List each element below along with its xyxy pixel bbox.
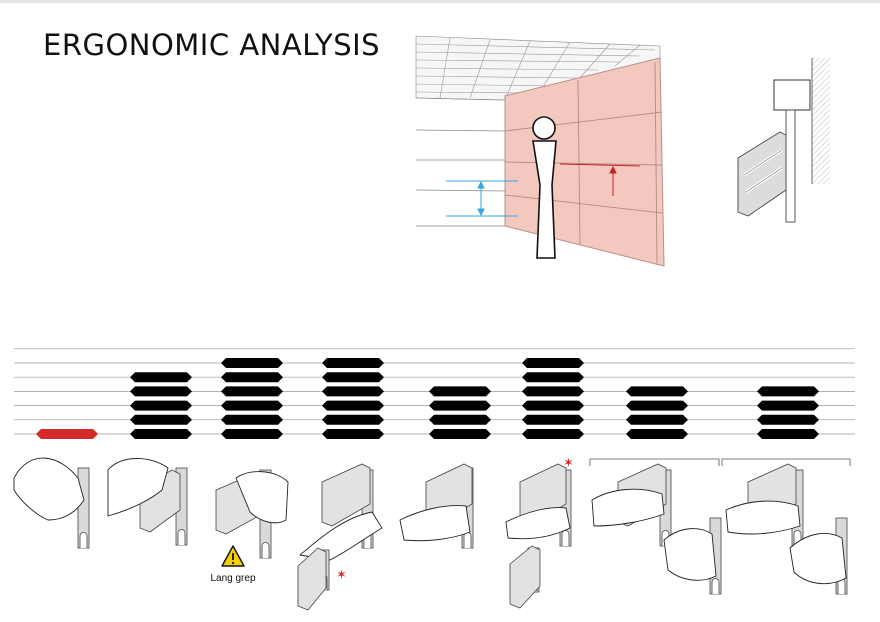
warning-label: Lang grep [210,573,256,584]
svg-text:✶: ✶ [336,568,347,583]
bar-block-5 [429,429,491,439]
bar-block-8 [757,414,819,425]
grip5-hand [399,505,471,542]
grip6-rail-slot [561,530,570,546]
grip6b-handle [509,545,541,609]
bar-block-7 [626,429,688,439]
warning-icon [221,545,245,567]
bar-block-4 [322,429,384,439]
page-title: ERGONOMIC ANALYSIS [43,28,381,62]
bar-block-6 [522,358,584,368]
bar-block-8 [757,386,819,397]
bar-block-7 [626,400,688,411]
bar-block-2 [130,400,192,411]
grip6-hand [505,507,571,540]
svg-text:✶: ✶ [563,456,574,471]
bar-block-4 [322,386,384,397]
bar-block-3 [221,429,283,439]
bar-block-6 [522,400,584,411]
bar-block-8 [757,429,819,439]
bar-block-5 [429,400,491,411]
bar-block-6 [522,414,584,425]
grip8-hand [725,500,801,535]
blue-measure [446,180,518,217]
grip3-rail-slot [261,542,270,558]
group-brackets [589,458,851,466]
bar-block-4 [322,400,384,411]
door-segments [504,61,663,264]
bar-block-3 [221,414,283,425]
bar-block-2 [130,414,192,425]
bar-block-3 [221,386,283,397]
bar-block-3 [221,400,283,411]
grip2-rail-slot [177,529,186,545]
red-measure [559,163,641,196]
grip7-hand [591,488,665,527]
bar-block-2 [130,386,192,397]
bar-block-7 [626,414,688,425]
grip2-hand [107,458,169,517]
handle-section-detail [737,58,830,223]
bar-block-2 [130,372,192,383]
bar-block-4 [322,414,384,425]
chart-bars [36,358,819,439]
human-figure [532,116,557,259]
grip5-rail-slot [463,532,472,548]
bar-block-1 [36,429,98,439]
grip7b-rail-slot [711,578,720,594]
bar-block-4 [322,358,384,368]
bar-block-3 [221,372,283,383]
bar-block-5 [429,386,491,397]
grip7b-hand [663,528,717,581]
grip4-hand [299,511,383,561]
grip4-handle [321,463,371,527]
bar-block-5 [429,414,491,425]
grip8b-hand [789,532,847,585]
grip4b-handle [297,547,327,611]
grip-illustrations [13,457,848,611]
left-wall [415,97,506,227]
bar-block-7 [626,386,688,397]
bar-block-6 [522,386,584,397]
bar-block-3 [221,358,283,368]
top-border [0,0,880,3]
bar-block-4 [322,372,384,383]
grip3-hand [235,471,289,524]
grip1-rail-slot [79,532,88,548]
grip1-hand [13,457,85,521]
room-illustration [415,35,665,267]
bar-block-6 [522,372,584,383]
bar-block-6 [522,429,584,439]
bar-block-2 [130,429,192,439]
star-icon: ✶ ✶ [336,456,574,583]
bar-block-8 [757,400,819,411]
